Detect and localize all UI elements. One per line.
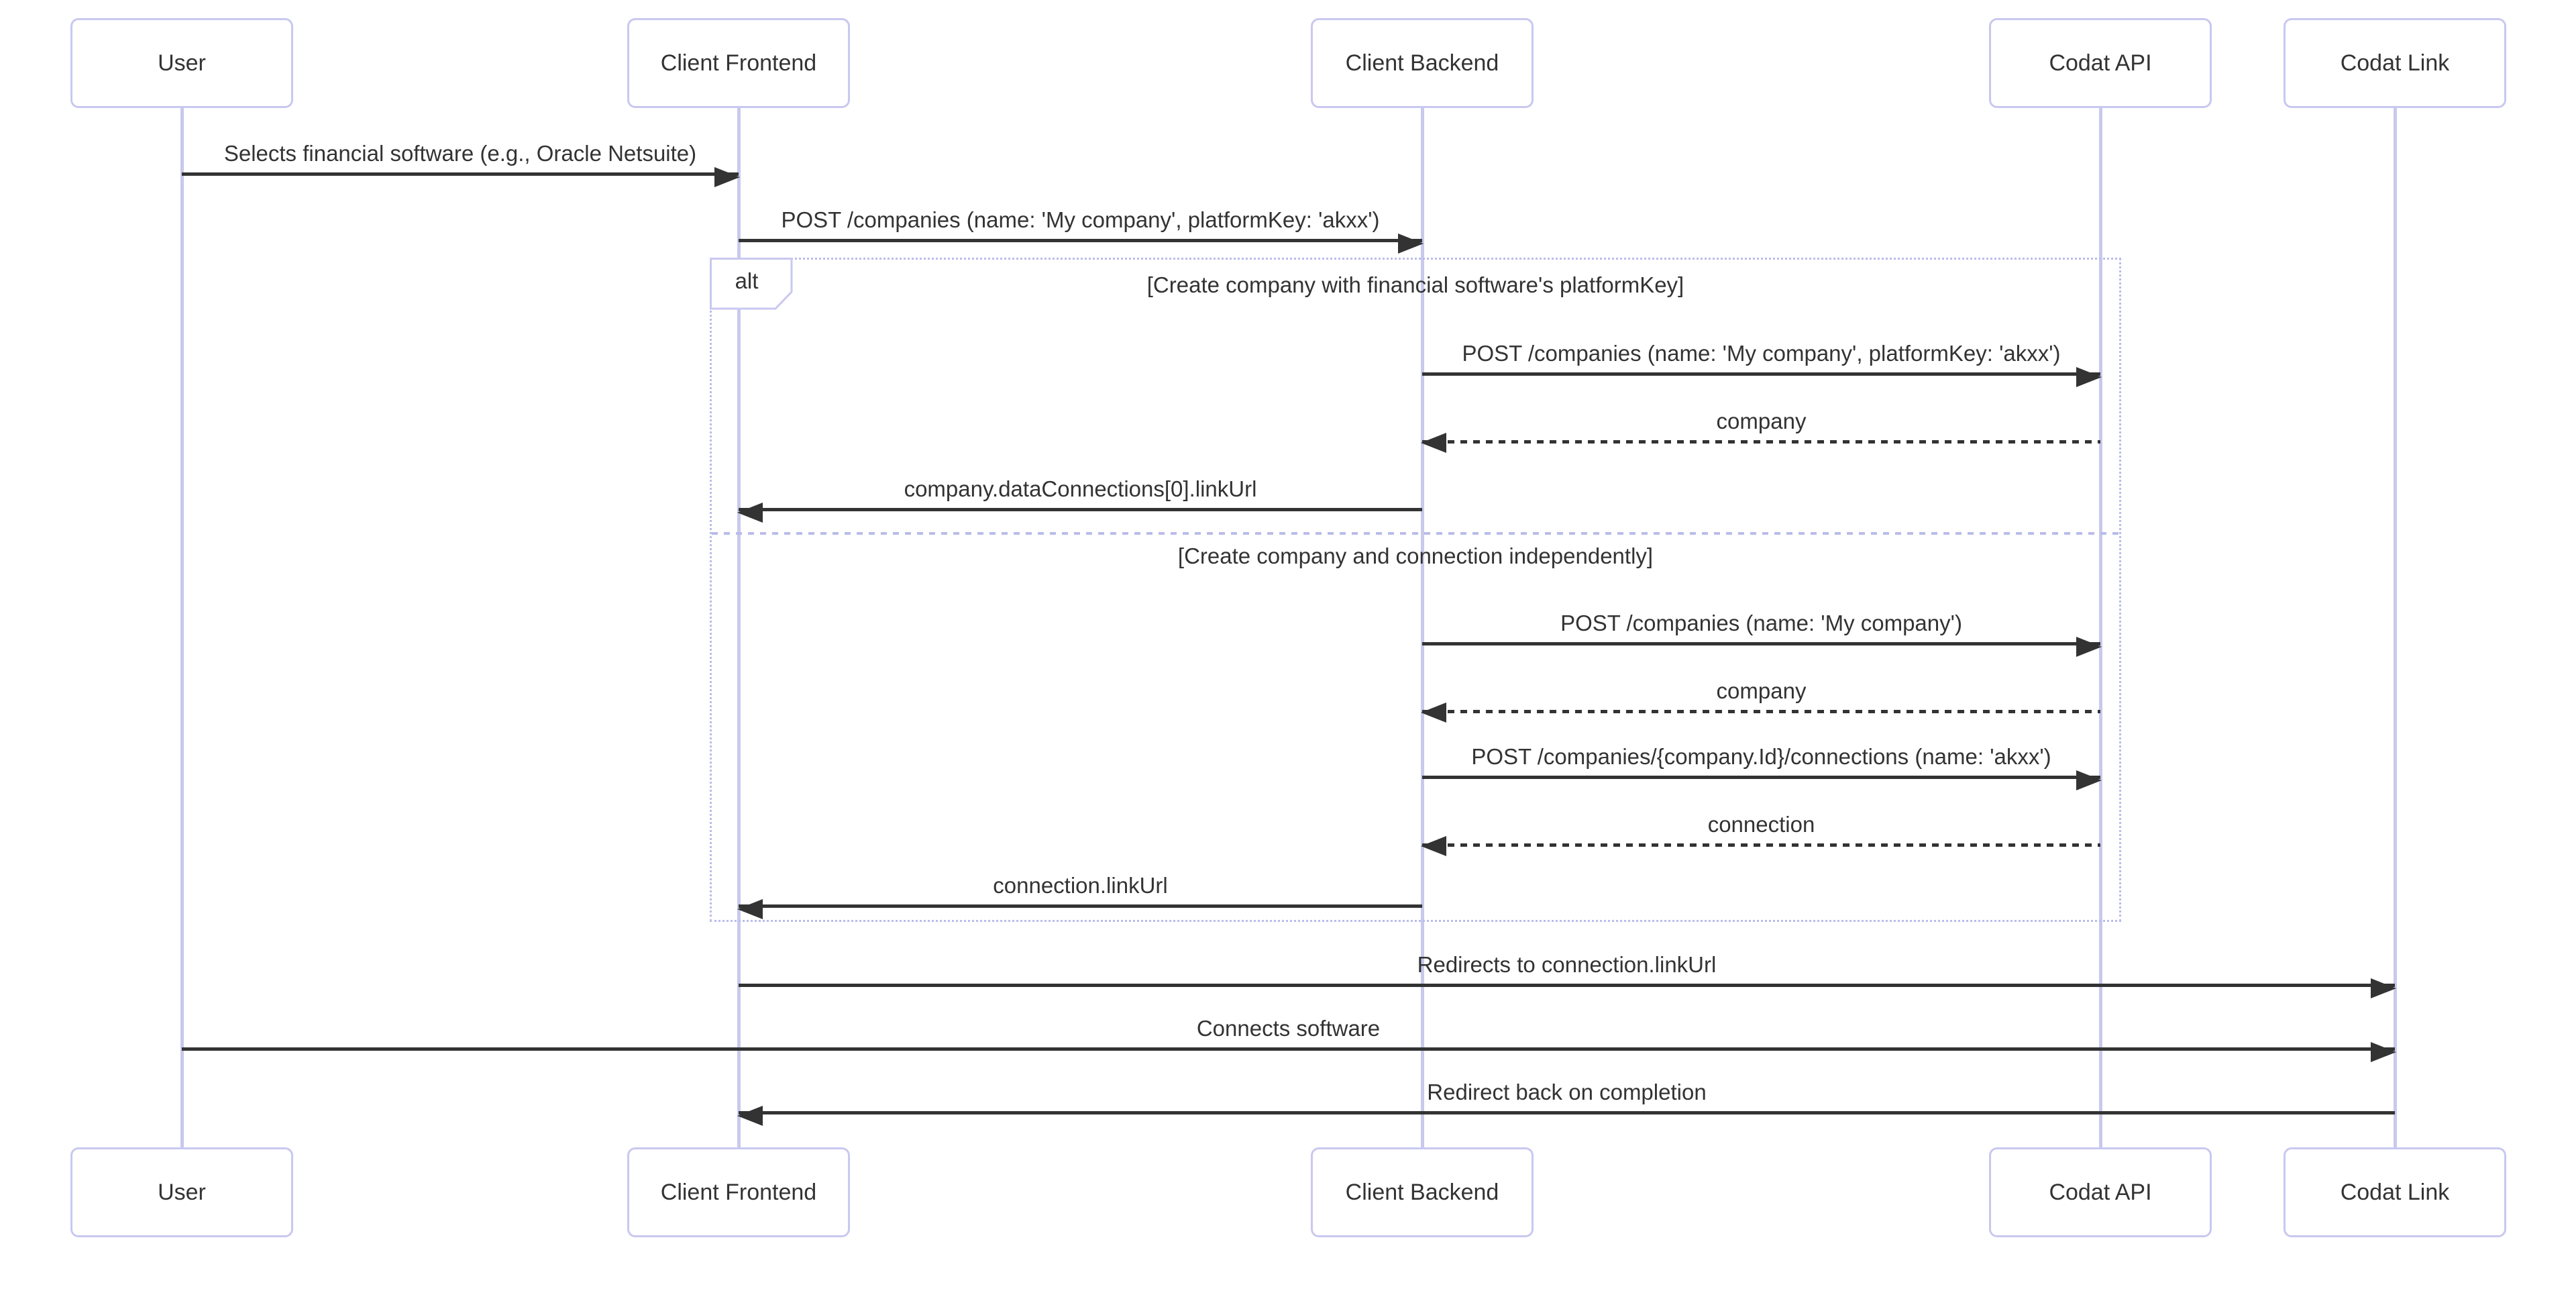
alt-condition-1: [Create company with financial software'…: [1146, 272, 1684, 297]
alt-label-shape: [710, 258, 793, 310]
arrowhead-left-icon: [737, 1106, 763, 1126]
message-label: connection.linkUrl: [993, 873, 1168, 898]
alt-fragment-frame: alt [Create company with financial softw…: [710, 258, 2121, 922]
message-label: POST /companies (name: 'My company', pla…: [781, 207, 1380, 232]
message-connection-return: connection: [1421, 807, 2100, 856]
message-line: [1421, 703, 2100, 723]
actor-top-client-backend: Client Backend: [1311, 18, 1534, 108]
arrowhead-left-icon: [737, 503, 763, 523]
actor-bottom-codat-link: Codat Link: [2284, 1147, 2506, 1237]
actor-bottom-codat-api: Codat API: [1989, 1147, 2212, 1237]
message-line: [1422, 637, 2102, 657]
message-label: Redirects to connection.linkUrl: [1417, 952, 1717, 977]
arrowhead-left-icon: [1421, 433, 1446, 453]
actor-label: Client Backend: [1345, 50, 1499, 76]
message-line: [737, 899, 1422, 919]
actor-label: Client Backend: [1345, 1179, 1499, 1205]
actor-label: Codat API: [2049, 1179, 2152, 1205]
alt-fragment-label: alt: [710, 258, 793, 310]
actor-bottom-client-backend: Client Backend: [1311, 1147, 1534, 1237]
actor-top-codat-api: Codat API: [1989, 18, 2212, 108]
message-line: [1421, 433, 2100, 453]
message-redirect-back: Redirect back on completion: [737, 1075, 2395, 1126]
message-label: company.dataConnections[0].linkUrl: [904, 476, 1257, 501]
message-label: POST /companies (name: 'My company'): [1560, 611, 1962, 635]
lifeline-client-backend: [1421, 107, 1424, 1150]
message-company-return-2: company: [1421, 674, 2100, 723]
message-post-companies-platformkey: POST /companies (name: 'My company', pla…: [1422, 336, 2102, 387]
actor-top-user: User: [70, 18, 293, 108]
arrowhead-left-icon: [737, 899, 763, 919]
actor-top-codat-link: Codat Link: [2284, 18, 2506, 108]
actor-bottom-user: User: [70, 1147, 293, 1237]
message-label: Connects software: [1196, 1016, 1381, 1041]
message-label: POST /companies/{company.Id}/connections…: [1471, 744, 2051, 769]
message-post-companies-name-only: POST /companies (name: 'My company'): [1422, 606, 2102, 657]
arrowhead-left-icon: [1421, 703, 1446, 723]
arrowhead-left-icon: [1421, 836, 1446, 856]
alt-else-divider: [712, 532, 2119, 535]
arrowhead-right-icon: [2076, 770, 2102, 790]
message-label: Selects financial software (e.g., Oracle…: [223, 141, 697, 166]
actor-label: Codat API: [2049, 50, 2152, 76]
actor-label: User: [158, 50, 206, 76]
message-line: [182, 1042, 2396, 1062]
message-dataconnections-linkurl: company.dataConnections[0].linkUrl: [737, 472, 1422, 523]
alt-label-text: alt: [735, 268, 759, 293]
message-line: [737, 1106, 2395, 1126]
message-label: connection: [1707, 812, 1815, 837]
message-user-selects-software: Selects financial software (e.g., Oracle…: [182, 136, 740, 187]
message-line: [739, 978, 2396, 998]
actor-label: Codat Link: [2340, 50, 2450, 76]
message-line: [737, 503, 1422, 523]
arrowhead-right-icon: [714, 167, 740, 187]
lifeline-client-frontend: [737, 107, 741, 1150]
message-line: [1421, 836, 2100, 856]
arrowhead-right-icon: [2371, 978, 2396, 998]
actor-bottom-client-frontend: Client Frontend: [627, 1147, 850, 1237]
message-company-return-1: company: [1421, 404, 2100, 453]
message-connection-linkurl: connection.linkUrl: [737, 868, 1422, 919]
actor-label: User: [158, 1179, 206, 1205]
lifeline-user: [180, 107, 184, 1150]
message-post-connections: POST /companies/{company.Id}/connections…: [1422, 739, 2102, 790]
message-redirects-to-linkurl: Redirects to connection.linkUrl: [739, 947, 2396, 998]
message-line: [182, 167, 740, 187]
arrowhead-right-icon: [2076, 637, 2102, 657]
message-label: Redirect back on completion: [1427, 1080, 1707, 1104]
arrowhead-right-icon: [1398, 233, 1424, 254]
lifeline-codat-api: [2099, 107, 2102, 1150]
message-label: company: [1716, 678, 1807, 703]
message-line: [1422, 770, 2102, 790]
message-label: POST /companies (name: 'My company', pla…: [1462, 341, 2061, 366]
actor-label: Client Frontend: [660, 50, 817, 76]
lifeline-codat-link: [2394, 107, 2397, 1150]
actor-label: Codat Link: [2340, 1179, 2450, 1205]
arrowhead-right-icon: [2371, 1042, 2396, 1062]
message-line: [739, 233, 1424, 254]
arrowhead-right-icon: [2076, 367, 2102, 387]
actor-top-client-frontend: Client Frontend: [627, 18, 850, 108]
message-post-companies-frontend: POST /companies (name: 'My company', pla…: [739, 203, 1424, 254]
alt-condition-2: [Create company and connection independe…: [1177, 543, 1654, 568]
actor-label: Client Frontend: [660, 1179, 817, 1205]
message-connects-software: Connects software: [182, 1011, 2396, 1062]
message-line: [1422, 367, 2102, 387]
message-label: company: [1716, 409, 1807, 433]
